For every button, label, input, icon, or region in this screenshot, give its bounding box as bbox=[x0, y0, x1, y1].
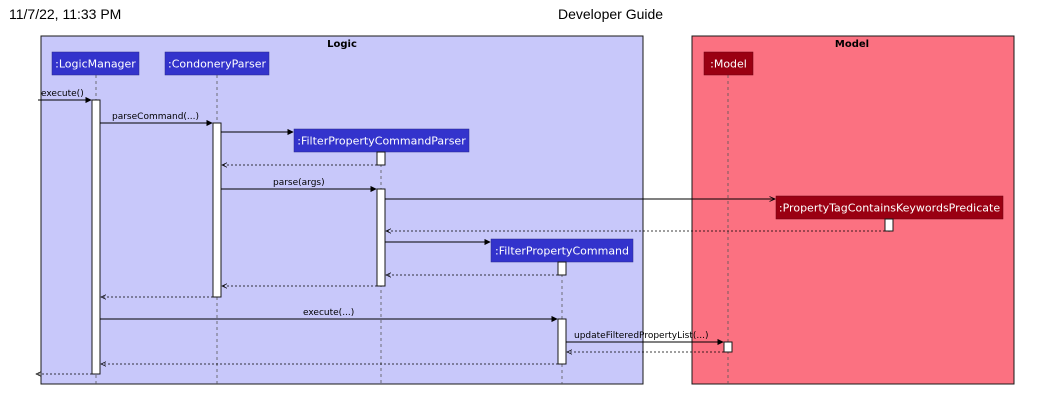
participant-label: :LogicManager bbox=[55, 58, 136, 71]
participant-filter-property-command-parser: :FilterPropertyCommandParser bbox=[293, 128, 470, 153]
activation-model bbox=[723, 341, 733, 353]
print-date: 11/7/22, 11:33 PM bbox=[9, 6, 122, 22]
message-execute-command-label: execute(...) bbox=[303, 308, 354, 318]
activation-command-creation bbox=[557, 261, 567, 276]
activation-parser-creation bbox=[376, 151, 386, 166]
activation-bars bbox=[91, 99, 894, 375]
participant-label: :FilterPropertyCommand bbox=[495, 245, 629, 258]
activation-command-execute bbox=[557, 318, 567, 365]
returns bbox=[36, 165, 885, 374]
activation-condonery-parser bbox=[212, 122, 222, 298]
message-parse-command-label: parseCommand(...) bbox=[112, 112, 199, 122]
document-title: Developer Guide bbox=[558, 6, 664, 22]
participant-logic-manager: :LogicManager bbox=[51, 51, 140, 76]
participant-label: :Model bbox=[710, 58, 747, 71]
participant-condonery-parser: :CondoneryParser bbox=[164, 51, 270, 76]
logic-group-title: Logic bbox=[327, 39, 357, 50]
model-group-title: Model bbox=[835, 39, 869, 50]
participant-property-tag-predicate: :PropertyTagContainsKeywordsPredicate bbox=[775, 195, 1004, 220]
participant-label: :PropertyTagContainsKeywordsPredicate bbox=[779, 202, 1000, 215]
activation-logic-manager bbox=[91, 99, 101, 375]
message-execute-label: execute() bbox=[41, 89, 84, 99]
participant-label: :FilterPropertyCommandParser bbox=[297, 135, 466, 148]
message-parse-args-label: parse(args) bbox=[273, 178, 325, 188]
participant-label: :CondoneryParser bbox=[168, 58, 266, 71]
activation-predicate bbox=[884, 218, 894, 232]
message-update-filtered-list-label: updateFilteredPropertyList(...) bbox=[574, 331, 708, 341]
logic-group: Logic bbox=[40, 35, 644, 385]
calls bbox=[38, 96, 775, 346]
participant-model: :Model bbox=[703, 51, 754, 76]
activation-parser-parse bbox=[376, 188, 386, 287]
participant-filter-property-command: :FilterPropertyCommand bbox=[490, 238, 634, 263]
